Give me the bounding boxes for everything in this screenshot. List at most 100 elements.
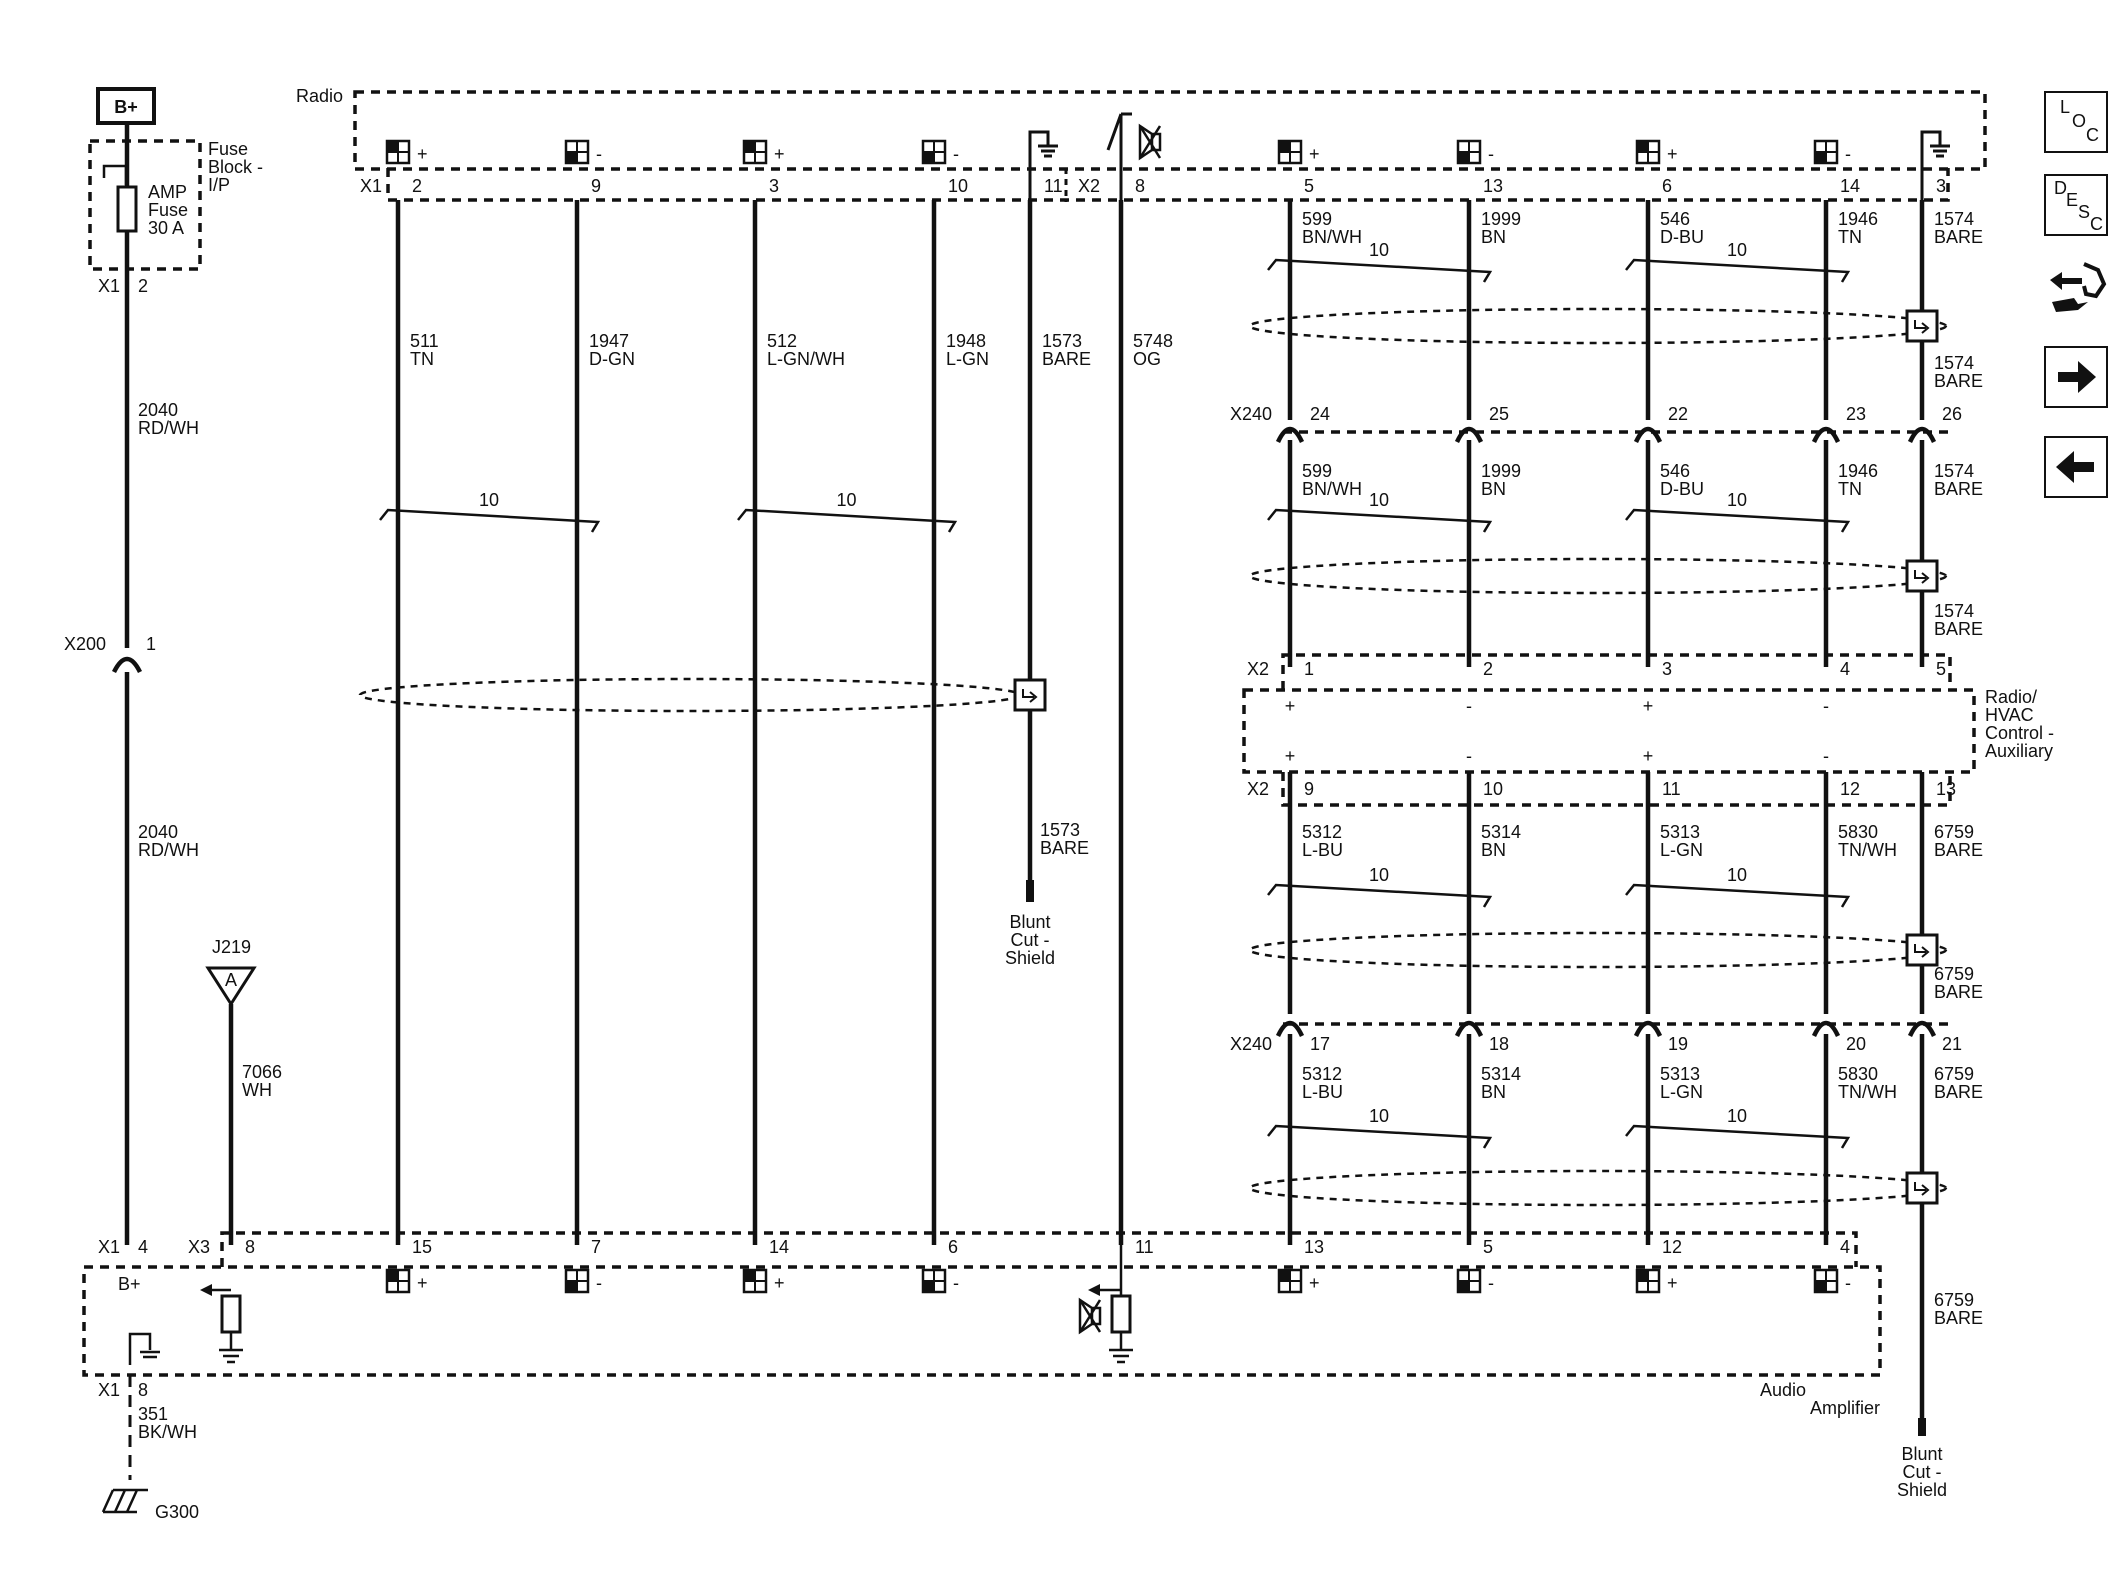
radio-pin-0-symbol [385, 139, 411, 165]
x240-pin-b-0: 17 [1310, 1034, 1330, 1054]
left-wire-5-circuit: 5748 [1133, 331, 1173, 351]
bplus-label: B+ [114, 97, 138, 117]
right-low2-3-color: TN/WH [1838, 1082, 1897, 1102]
right-mid-0-color: BN/WH [1302, 479, 1362, 499]
antenna-wire-color: WH [242, 1080, 272, 1100]
shield-drain-left-icon [1013, 678, 1047, 712]
twist-pair-right-2-b: 10 [1625, 865, 1851, 908]
left-wire-0-circuit: 511 [410, 331, 439, 351]
amp-pin-4-number: 6 [948, 1237, 958, 1257]
twist-pair-right-2-a-label: 10 [1369, 865, 1389, 885]
aux-top-pin-0: 1 [1304, 659, 1314, 679]
aux-top-sign-1: - [1466, 696, 1472, 716]
x200-label: X200 [64, 634, 106, 654]
right-top-2-circuit: 546 [1660, 209, 1690, 229]
amp-bplus-label: B+ [118, 1274, 141, 1294]
amp-ground-icon [219, 1348, 243, 1364]
radio-pin-7-sign: - [1488, 144, 1494, 164]
left-wire-1-color: D-GN [589, 349, 635, 369]
x200-connector-arc [111, 656, 143, 674]
right-mid-4-color: BARE [1934, 479, 1983, 499]
radio-pin-1-symbol [564, 139, 590, 165]
shield-final-circuit: 6759 [1934, 1290, 1974, 1310]
aux-label-1: Radio/ [1985, 687, 2037, 707]
shield-ellipse-right-0 [1248, 307, 1948, 345]
connector-view-button[interactable] [2044, 256, 2108, 320]
right-top-2-color: D-BU [1660, 227, 1704, 247]
x240-connector-a-1 [1454, 426, 1484, 443]
shield-low-circuit: 6759 [1934, 964, 1974, 984]
desc-letter-s: S [2078, 202, 2090, 222]
amp-pin-symbol-2 [742, 1268, 768, 1294]
fuse-icon [116, 185, 138, 233]
loc-button[interactable]: L O C [2044, 91, 2108, 153]
power-wire-color: RD/WH [138, 418, 199, 438]
amp-pin-2-number: 7 [591, 1237, 601, 1257]
amp-ground-wire-circuit: 351 [138, 1404, 168, 1424]
right-top-0-circuit: 599 [1302, 209, 1332, 229]
aux-label-4: Auxiliary [1985, 741, 2053, 761]
twist-pair-right-3-b-label: 10 [1727, 1106, 1747, 1126]
twist-pair-right-0-a-label: 10 [1369, 240, 1389, 260]
right-top-3-color: TN [1838, 227, 1862, 247]
twist-pair-right-2-b-label: 10 [1727, 865, 1747, 885]
left-blunt-cut-2: Cut - [1010, 930, 1049, 950]
amp-pin-9-number: 4 [1840, 1237, 1850, 1257]
radio-pin-0-sign: + [417, 144, 428, 164]
right-blunt-cut-2: Cut - [1902, 1462, 1941, 1482]
ground-g300: G300 [155, 1502, 199, 1522]
x240-pin-b-4: 21 [1942, 1034, 1962, 1054]
aux-bottom-sign-3: - [1823, 746, 1829, 766]
right-low2-3-circuit: 5830 [1838, 1064, 1878, 1084]
right-low-4-color: BARE [1934, 840, 1983, 860]
shield-final-color: BARE [1934, 1308, 1983, 1328]
amp-pin-symbol-3 [921, 1268, 947, 1294]
shield-mid2-color: BARE [1934, 619, 1983, 639]
left-wire-3-circuit: 1948 [946, 331, 986, 351]
power-wire: 2040 RD/WH X200 1 2040 RD/WH [64, 123, 199, 1245]
aux-label-3: Control - [1985, 723, 2054, 743]
radio-pin-7-symbol [1456, 139, 1482, 165]
fuse-connector-pin: 2 [138, 276, 148, 296]
loc-letter-c: C [2086, 125, 2099, 145]
right-low-3-circuit: 5830 [1838, 822, 1878, 842]
shield-ellipse-right-2 [1248, 931, 1948, 969]
shield-ellipse-right-3 [1248, 1169, 1948, 1207]
x240-pin-a-0: 24 [1310, 404, 1330, 424]
twist-pair-right-0-a: 10 [1267, 240, 1493, 283]
twist-pair-left-1-label: 10 [479, 490, 499, 510]
amp-x1-pin: 4 [138, 1237, 148, 1257]
amp-ground-pin: 8 [138, 1380, 148, 1400]
fuse-link [102, 164, 128, 185]
aux-top-sign-0: + [1285, 696, 1296, 716]
x240-pin-a-2: 22 [1668, 404, 1688, 424]
amp-pin-symbol-7 [1813, 1268, 1839, 1294]
shield-low-color: BARE [1934, 982, 1983, 1002]
g300-ground-icon [101, 1488, 148, 1514]
x240-connector-b-1 [1454, 1020, 1484, 1037]
right-mid-2-circuit: 546 [1660, 461, 1690, 481]
right-low-2-circuit: 5313 [1660, 822, 1700, 842]
amp-pin-7-number: 5 [1483, 1237, 1493, 1257]
prev-page-button[interactable] [2044, 436, 2108, 498]
amp-pin-sign-2: + [774, 1273, 785, 1293]
left-blunt-cut-3: Shield [1005, 948, 1055, 968]
aux-x2-top-label: X2 [1247, 659, 1269, 679]
x240-pin-a-3: 23 [1846, 404, 1866, 424]
amp-chassis-ground-icon [140, 1350, 160, 1359]
antenna-j219: J219 A 7066 WH [205, 937, 282, 1245]
right-low-1-color: BN [1481, 840, 1506, 860]
shield-mid-color: BARE [1934, 371, 1983, 391]
amp-pin-sign-3: - [953, 1273, 959, 1293]
next-page-button[interactable] [2044, 346, 2108, 408]
desc-button[interactable]: D E S C [2044, 174, 2108, 236]
left-wire-2-color: L-GN/WH [767, 349, 845, 369]
radio-mute-switch-icon [1106, 112, 1162, 200]
twist-pair-right-0-b: 10 [1625, 240, 1851, 283]
x240-connector-a-0 [1275, 426, 1305, 443]
fuse-block-label-2: Block - [208, 157, 263, 177]
left-wire-0-color: TN [410, 349, 434, 369]
radio-pin-6-symbol [1277, 139, 1303, 165]
right-top-1-circuit: 1999 [1481, 209, 1521, 229]
